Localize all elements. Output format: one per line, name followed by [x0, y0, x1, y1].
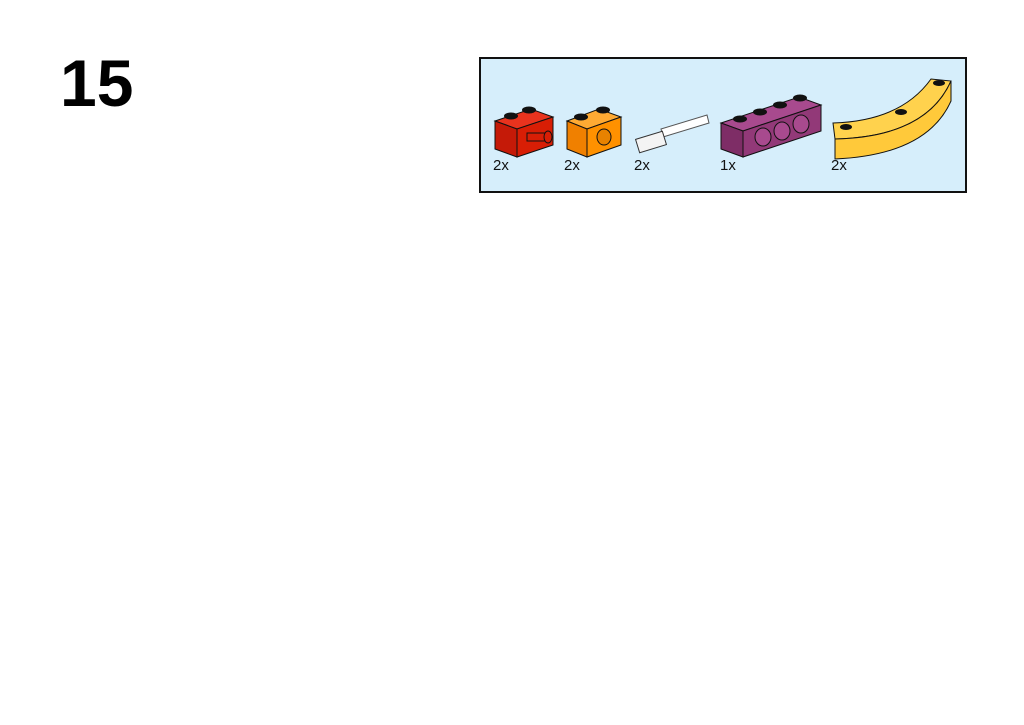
orange-column	[464, 419, 526, 506]
part-qty: 2x	[831, 157, 847, 174]
axle-pin-right	[631, 323, 725, 352]
part-qty: 1x	[720, 157, 736, 174]
yellow-curved-brick-top	[289, 156, 455, 247]
yellow-curved-brick-right-lower	[469, 328, 741, 432]
part-qty: 2x	[564, 157, 580, 174]
white-hub	[527, 544, 624, 676]
orange-brick-right	[714, 283, 779, 431]
red-connector-right	[399, 374, 491, 466]
part-qty: 2x	[493, 157, 509, 174]
yellow-slope	[344, 344, 461, 441]
orange-technic-brick-part	[565, 106, 623, 158]
green-brick	[269, 464, 526, 561]
red-brick-partial	[747, 649, 856, 676]
red-brick-with-pin-part	[493, 106, 555, 158]
parts-illustrations	[493, 78, 952, 160]
red-bricks-with-pins	[364, 224, 526, 331]
magenta-technic-brick-part	[719, 94, 823, 158]
yellow-base-brick	[389, 589, 531, 651]
blue-plate	[138, 544, 412, 676]
step-number: 15	[60, 46, 134, 120]
axle-pin-part	[634, 114, 710, 154]
yellow-plate	[269, 519, 561, 561]
yellow-curved-brick-right	[563, 297, 737, 390]
parts-list-box: 2x 2x 2x 1x 2x	[479, 57, 967, 193]
orange-brick-top	[292, 94, 391, 161]
yellow-curved-brick-part	[832, 78, 952, 160]
red-connector-left	[299, 319, 381, 421]
axle-pin-top	[306, 127, 346, 193]
magenta-slope	[269, 394, 401, 521]
cyan-connector	[527, 544, 626, 642]
red-brick-partial	[934, 654, 976, 676]
part-qty: 2x	[634, 157, 650, 174]
magenta-technic-brick	[364, 289, 526, 396]
magenta-base	[379, 579, 531, 676]
